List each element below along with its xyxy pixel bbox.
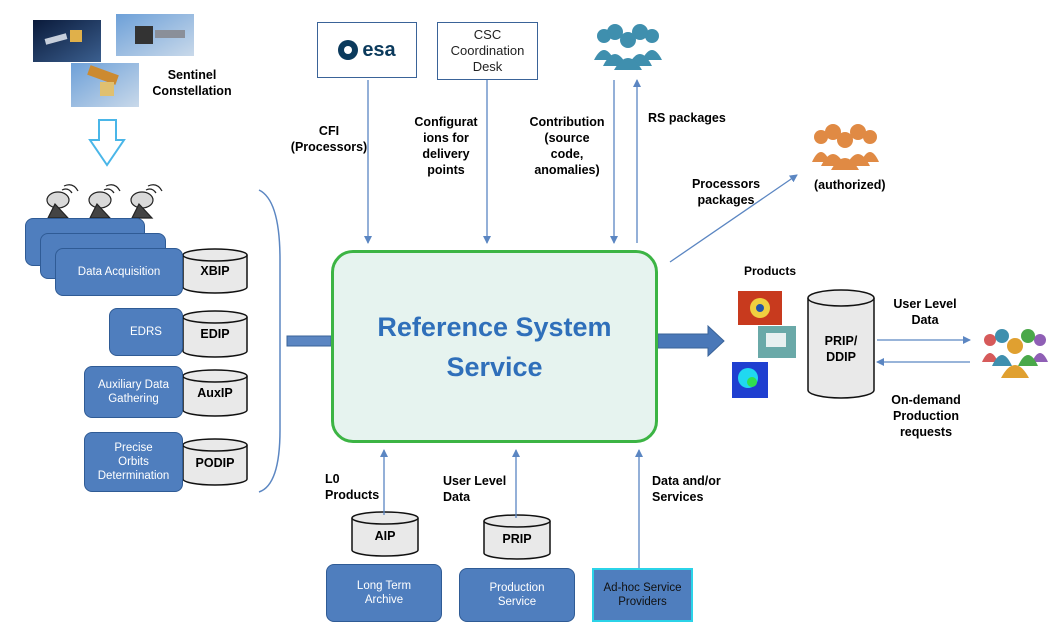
esa-logo-icon bbox=[338, 40, 359, 60]
xbip-label: XBIP bbox=[200, 264, 230, 278]
satellite-image-3 bbox=[71, 63, 139, 107]
edrs-box: EDRS bbox=[109, 308, 183, 356]
flow-arrows bbox=[364, 79, 971, 568]
interface-cylinders bbox=[182, 248, 875, 560]
downlink-arrow-icon bbox=[88, 119, 126, 167]
input-block-arrow bbox=[286, 335, 332, 347]
product-thumbnails bbox=[732, 291, 796, 398]
rs-packages-label: RS packages bbox=[648, 111, 726, 125]
products-label: Products bbox=[744, 264, 797, 278]
satellite-image-2 bbox=[116, 14, 194, 56]
ground-station-dish-icon bbox=[46, 184, 163, 219]
prip-ddip-label: PRIP/DDIP bbox=[824, 334, 858, 364]
data-acquisition-box: Data Acquisition bbox=[55, 248, 183, 296]
output-block-arrow bbox=[657, 324, 725, 358]
aip-label: AIP bbox=[374, 529, 396, 543]
cfi-label: CFI(Processors) bbox=[290, 124, 368, 154]
auxip-label: AuxIP bbox=[197, 386, 233, 400]
left-sources-bracket bbox=[258, 189, 281, 493]
authorized-users-people-icon bbox=[812, 124, 879, 170]
end-users-people-icon bbox=[982, 329, 1048, 378]
prip-label: PRIP bbox=[502, 532, 532, 546]
esa-box: esa bbox=[317, 22, 417, 78]
authorized-label: (authorized) bbox=[814, 178, 886, 192]
contributors-people-icon bbox=[594, 24, 662, 70]
podip-label: PODIP bbox=[195, 456, 235, 470]
edip-label: EDIP bbox=[200, 327, 230, 341]
satellite-image-1 bbox=[33, 20, 101, 62]
